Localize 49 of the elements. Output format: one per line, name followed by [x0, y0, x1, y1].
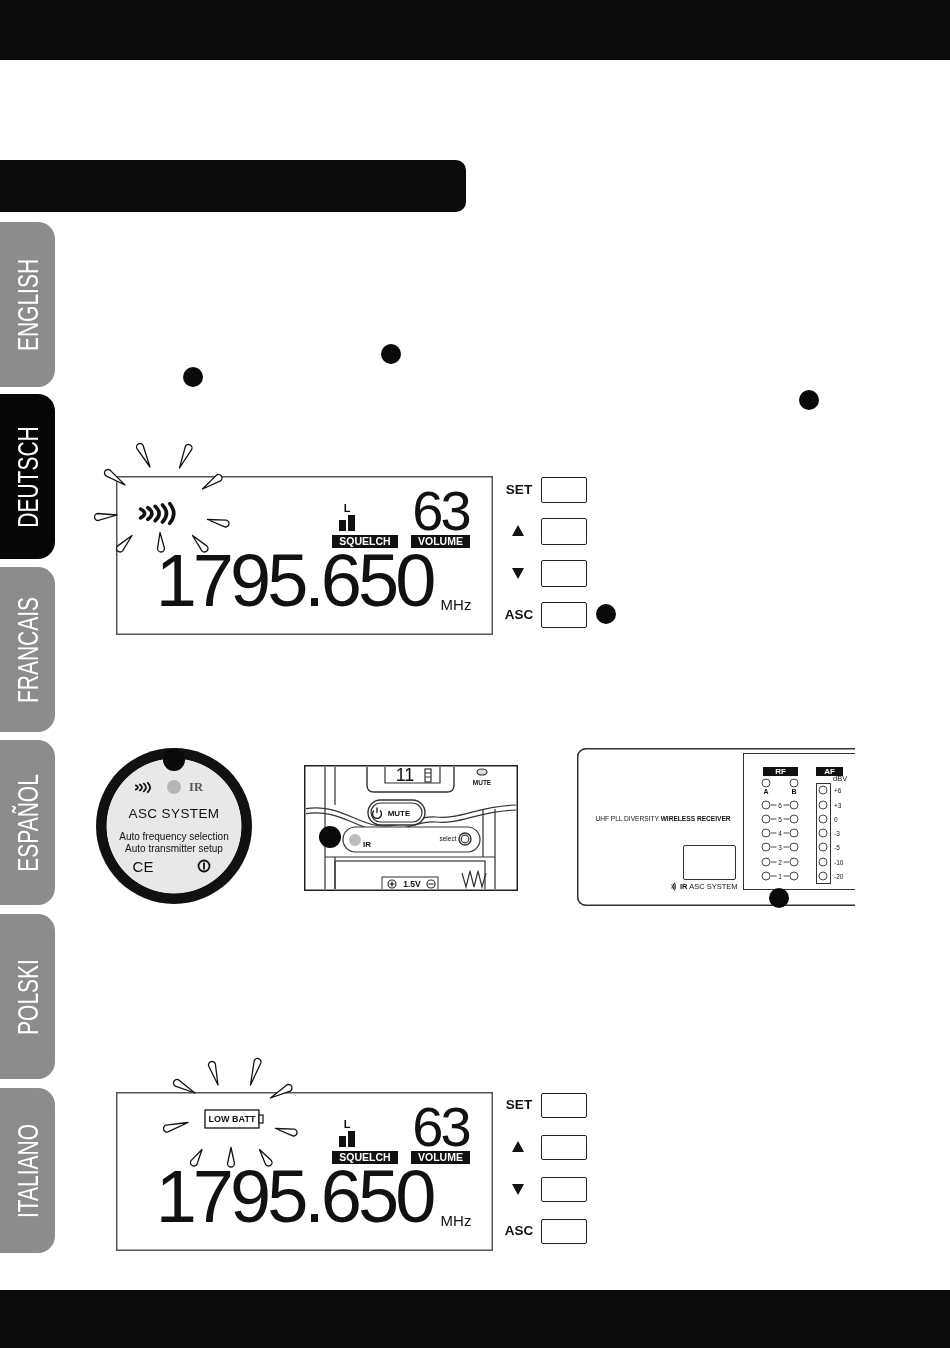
key-label: SET — [505, 1099, 533, 1111]
unit-label: MHz — [440, 599, 472, 611]
display-digits: 11 — [395, 768, 415, 782]
ir-mark: IR — [363, 840, 371, 849]
key-label: SET — [505, 484, 533, 496]
label-tag — [411, 535, 470, 548]
sticker-text: Auto frequency selection Auto transmitter setup — [118, 831, 230, 854]
squelch-level-letter: L — [343, 1119, 351, 1129]
tag-text: VOLUME — [418, 1151, 463, 1164]
label-tag — [763, 767, 798, 776]
label-tag — [332, 1151, 398, 1164]
volume-readout: 63 — [412, 1106, 470, 1148]
tag-text: SQUELCH — [339, 1151, 391, 1164]
language-tab — [0, 222, 55, 387]
frequency-readout: 1795.650 — [155, 1169, 433, 1225]
language-tab — [0, 914, 55, 1079]
ir-mark: IR — [189, 781, 203, 794]
battery-warning-text: LOW BATT — [208, 1113, 256, 1125]
frequency-readout: 1795.650 — [155, 553, 433, 609]
volume-readout: 63 — [412, 490, 470, 532]
tab-label: ITALIANO — [15, 1123, 40, 1218]
sticker-title: ASC SYSTEM — [128, 806, 220, 821]
lcd-display — [116, 476, 493, 635]
label-tag — [332, 535, 398, 548]
unit-label: MHz — [440, 1215, 472, 1227]
ce-mark: CE — [132, 859, 154, 874]
language-tab — [0, 394, 55, 559]
tag-text: VOLUME — [418, 535, 463, 548]
language-tab — [0, 1088, 55, 1253]
key-caption: MUTE — [387, 809, 411, 818]
tab-label: ENGLISH — [15, 258, 40, 351]
tag-text: SQUELCH — [339, 535, 391, 548]
squelch-level-letter: L — [343, 503, 351, 513]
section-heading-bar — [0, 160, 466, 212]
tab-label: FRANCAIS — [15, 596, 40, 703]
tag-text: RF — [775, 767, 786, 776]
voltage-label: 1.5V — [403, 879, 421, 889]
tab-label: DEUTSCH — [15, 425, 40, 528]
key-label: ASC — [504, 609, 534, 621]
battery-indicator — [204, 1109, 264, 1129]
tab-label: POLSKI — [15, 958, 40, 1035]
receiver-front-panel — [577, 748, 855, 906]
label-tag — [816, 767, 843, 776]
language-tab — [0, 740, 55, 905]
language-tab — [0, 567, 55, 732]
label-tag — [411, 1151, 470, 1164]
key-label: ASC — [504, 1225, 534, 1237]
lcd-display — [116, 1092, 493, 1251]
tag-text: AF — [824, 767, 835, 776]
